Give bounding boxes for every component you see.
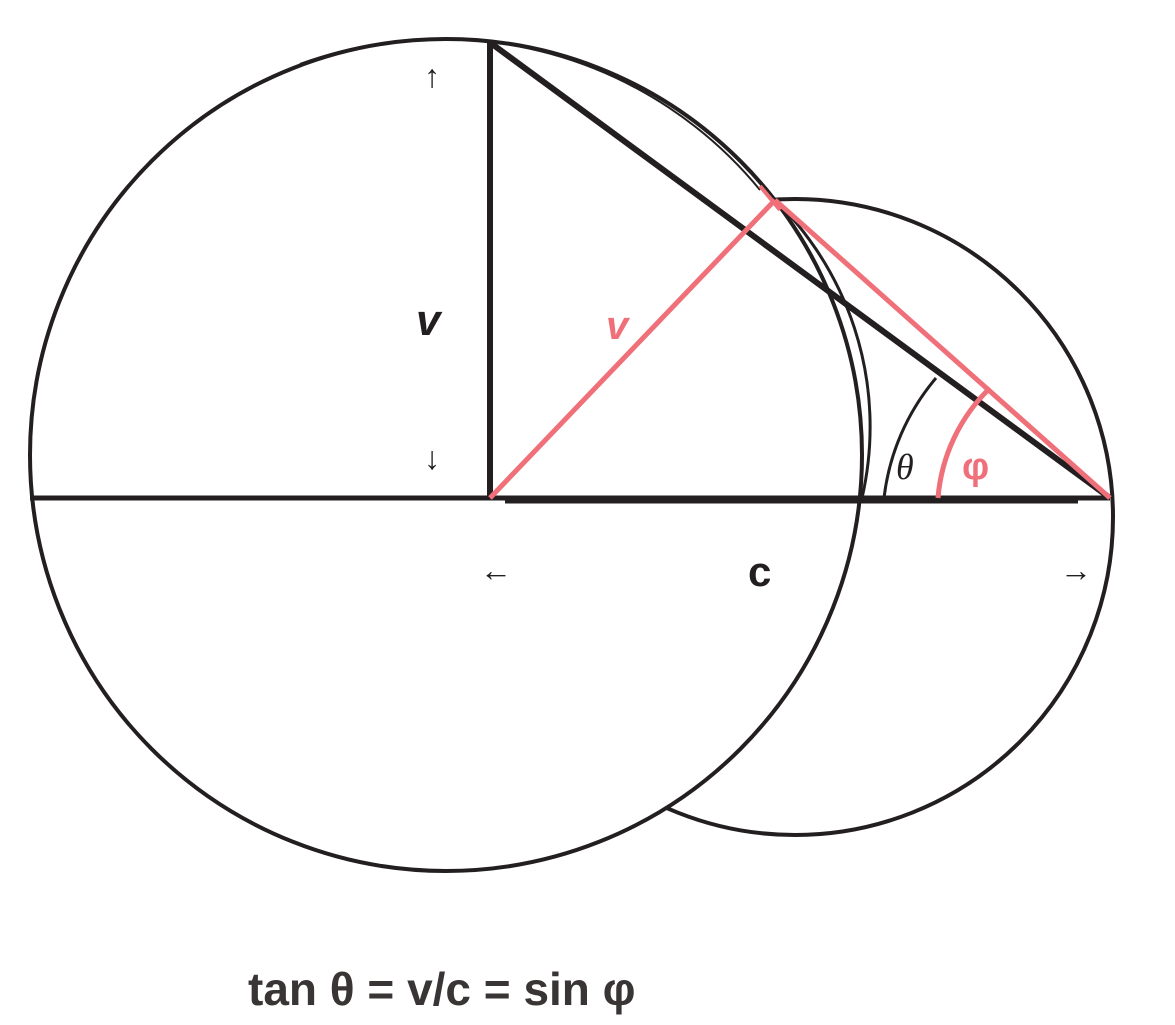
phi-label: φ: [962, 446, 990, 488]
hypotenuse-line: [490, 41, 1112, 501]
theta-label: θ: [896, 447, 914, 487]
red-tangent-line: [773, 198, 1112, 500]
red-tick: [758, 184, 782, 212]
arrow-left-icon: ←: [480, 552, 512, 588]
v-label-red: v: [606, 304, 629, 348]
arrow-up-icon: ↑: [424, 58, 440, 94]
large-circle-double-rim: [299, 38, 761, 191]
arrow-down-icon: ↓: [424, 440, 440, 476]
arrow-right-icon: →: [1060, 552, 1092, 588]
c-label: c: [748, 548, 772, 595]
phi-arc: [935, 386, 992, 499]
formula: tan θ = v/c = sin φ: [248, 963, 636, 1015]
red-v-line: [488, 198, 777, 500]
theta-arc: [882, 377, 938, 499]
v-label-black: v: [416, 296, 441, 345]
